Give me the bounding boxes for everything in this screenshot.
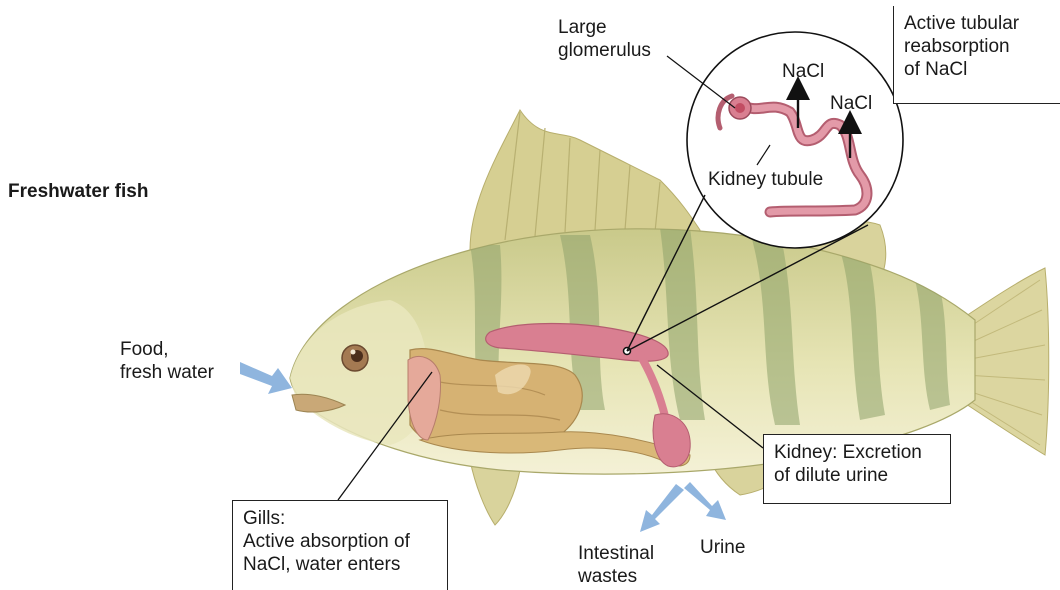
glomerulus-label-line2: glomerulus — [558, 39, 651, 62]
nacl-label-2: NaCl — [830, 92, 872, 115]
gills-box-line2: Active absorption of — [243, 530, 437, 553]
food-label-line1: Food, — [120, 338, 214, 361]
gills-box-line3: NaCl, water enters — [243, 553, 437, 576]
tubular-box-line1: Active tubular — [904, 12, 1053, 35]
tubular-box-line3: of NaCl — [904, 58, 1053, 81]
intestinal-wastes-label: Intestinal wastes — [578, 542, 654, 588]
gills-box-line1: Gills: — [243, 507, 437, 530]
nacl-label-1: NaCl — [782, 60, 824, 83]
glomerulus-label: Large glomerulus — [558, 16, 651, 62]
urine-arrow — [684, 482, 726, 520]
kidney-excretion-box: Kidney: Excretion of dilute urine — [763, 434, 951, 504]
urine-label: Urine — [700, 536, 745, 559]
kidney-box-line2: of dilute urine — [774, 464, 940, 487]
tubular-box-line2: reabsorption — [904, 35, 1053, 58]
tubular-reabsorption-box: Active tubular reabsorption of NaCl — [893, 6, 1060, 104]
intake-arrow — [240, 362, 292, 394]
diagram-title: Freshwater fish — [8, 180, 148, 203]
kidney-tubule-label: Kidney tubule — [708, 168, 823, 191]
food-label-line2: fresh water — [120, 361, 214, 384]
intestinal-wastes-line1: Intestinal — [578, 542, 654, 565]
wastes-arrow — [640, 484, 684, 532]
gills-box: Gills: Active absorption of NaCl, water … — [232, 500, 448, 590]
kidney-box-line1: Kidney: Excretion — [774, 441, 940, 464]
glomerulus-label-line1: Large — [558, 16, 651, 39]
intestinal-wastes-line2: wastes — [578, 565, 654, 588]
food-label: Food, fresh water — [120, 338, 214, 384]
